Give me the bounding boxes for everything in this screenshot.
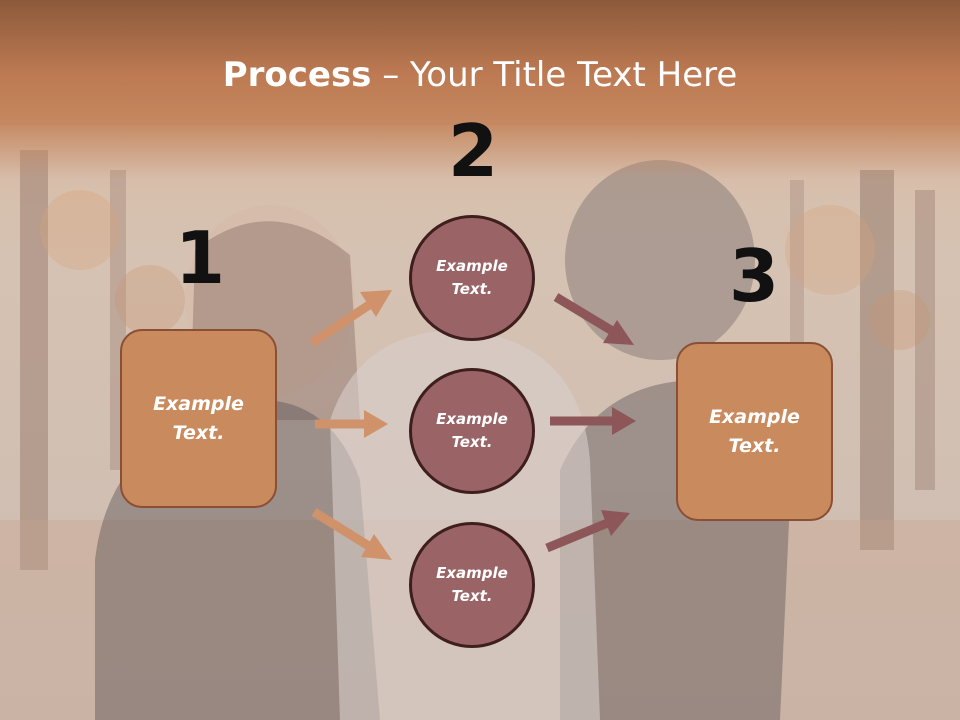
step-2-circle-2: Example Text. — [409, 368, 535, 494]
step-2-circle-3-label: Example Text. — [436, 564, 508, 605]
step-1-box: Example Text. — [120, 329, 277, 508]
arrow-1-to-2c — [311, 508, 392, 560]
arrow-1-to-2b — [315, 410, 388, 438]
step-2-circle-2-label: Example Text. — [436, 410, 508, 451]
step-number-3: 3 — [728, 234, 780, 318]
step-3-label: Example Text. — [709, 405, 800, 457]
step-2-circle-1-label: Example Text. — [436, 257, 508, 298]
arrow-2c-to-3 — [545, 510, 630, 553]
arrow-2b-to-3 — [550, 407, 636, 435]
step-number-1: 1 — [174, 216, 226, 300]
title-bold: Process — [222, 55, 372, 95]
step-1-label: Example Text. — [153, 392, 244, 444]
arrow-1-to-2a — [309, 290, 392, 347]
step-3-box: Example Text. — [676, 342, 833, 521]
step-2-circle-3: Example Text. — [409, 522, 535, 648]
slide-title: Process – Your Title Text Here — [0, 55, 960, 95]
step-number-2: 2 — [447, 109, 499, 193]
step-2-circle-1: Example Text. — [409, 215, 535, 341]
title-rest: – Your Title Text Here — [371, 55, 738, 95]
arrow-2a-to-3 — [553, 293, 634, 345]
